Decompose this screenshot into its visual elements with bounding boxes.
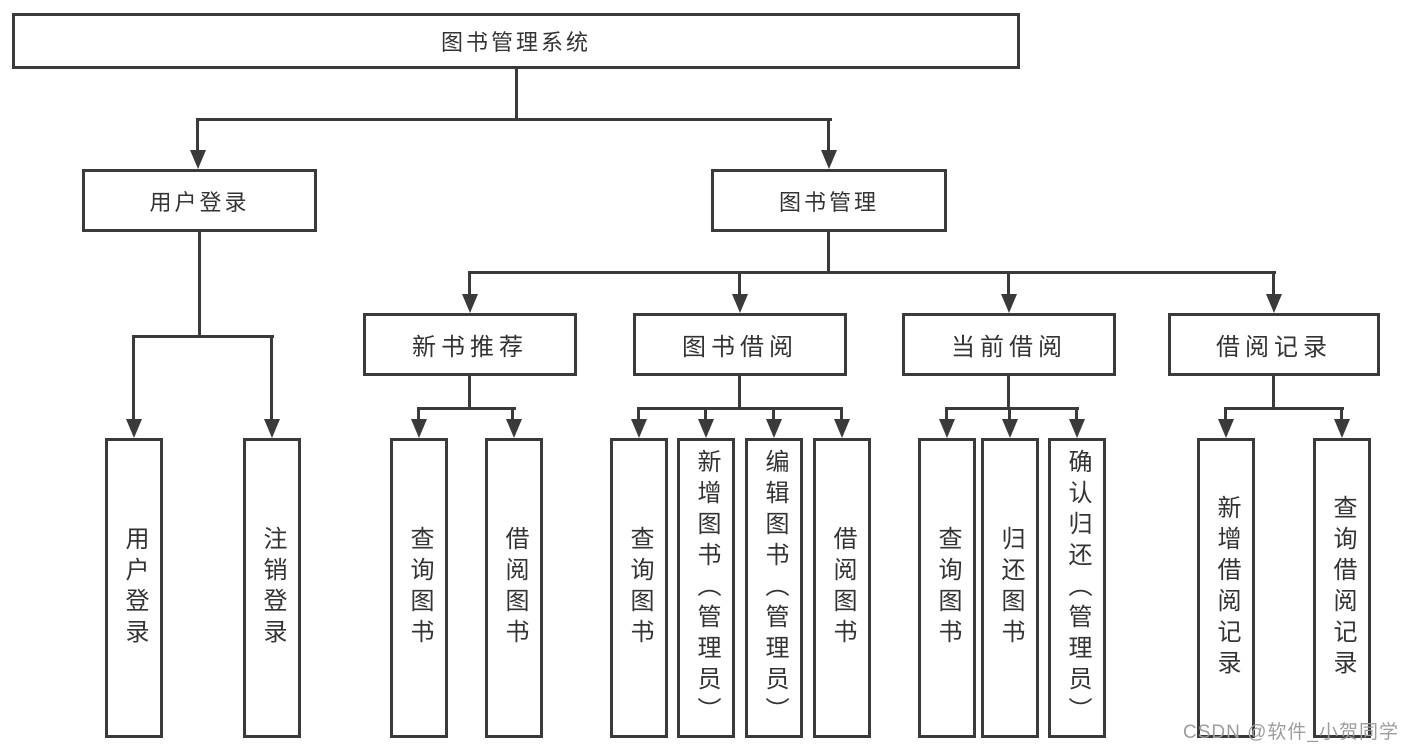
connector-rec-horizontal [417, 407, 516, 410]
leaf-query-borrow-record-label: 查询借阅记录 [1329, 495, 1356, 681]
connector-stem-borrow-book-2 [840, 407, 843, 419]
node-book-management-label: 图书管理 [778, 189, 879, 215]
connector-records-horizontal [1224, 407, 1344, 410]
arrow-down-icon [1334, 419, 1350, 438]
leaf-query-book-2: 查询图书 [610, 438, 668, 738]
arrow-down-icon [190, 150, 206, 169]
connector-stem-leaf-logout [270, 335, 273, 419]
leaf-borrow-book-1: 借阅图书 [485, 438, 543, 738]
connector-borrow-horizontal [637, 407, 843, 410]
connector-current-vertical [1007, 375, 1010, 407]
leaf-add-book-admin: 新增图书（管理员） [677, 438, 735, 738]
connector-stem-edit-book [772, 407, 775, 419]
leaf-borrow-book-2-label: 借阅图书 [829, 526, 856, 650]
leaf-query-borrow-record: 查询借阅记录 [1313, 438, 1371, 738]
connector-stem-book-borrow [738, 271, 741, 294]
arrow-down-icon [698, 419, 714, 438]
connector-rec-vertical [468, 375, 471, 407]
node-new-book-recommend: 新书推荐 [363, 313, 577, 376]
arrow-down-icon [1069, 419, 1085, 438]
leaf-confirm-return-admin: 确认归还（管理员） [1048, 438, 1106, 738]
connector-stem-query-record [1340, 407, 1343, 419]
connector-stem-return-book [1008, 407, 1011, 419]
leaf-borrow-book-1-label: 借阅图书 [501, 526, 528, 650]
csdn-watermark: CSDN @软件_小贺同学 [1183, 722, 1399, 743]
connector-stem-borrow-records [1272, 271, 1275, 294]
arrow-down-icon [1001, 294, 1017, 313]
connector-stem-borrow-book-1 [511, 407, 514, 419]
leaf-query-book-2-label: 查询图书 [626, 526, 653, 650]
node-book-borrow: 图书借阅 [633, 313, 847, 376]
arrow-down-icon [1218, 419, 1234, 438]
arrow-down-icon [732, 294, 748, 313]
connector-root-horizontal [196, 118, 832, 121]
arrow-down-icon [462, 294, 478, 313]
node-current-borrow: 当前借阅 [902, 313, 1116, 376]
node-root-label: 图书管理系统 [440, 30, 591, 55]
connector-stem-current-borrow [1007, 271, 1010, 294]
leaf-borrow-book-2: 借阅图书 [813, 438, 871, 738]
connector-stem-book-management [827, 118, 830, 152]
leaf-logout-label: 注销登录 [259, 526, 286, 650]
connector-borrow-vertical [738, 375, 741, 407]
arrow-down-icon [506, 419, 522, 438]
arrow-down-icon [264, 419, 280, 438]
arrow-down-icon [766, 419, 782, 438]
leaf-query-book-1-label: 查询图书 [406, 526, 433, 650]
node-user-login: 用户登录 [82, 169, 317, 232]
leaf-edit-book-admin: 编辑图书（管理员） [745, 438, 803, 738]
arrow-down-icon [126, 419, 142, 438]
leaf-return-book-label: 归还图书 [997, 526, 1024, 650]
connector-stem-leaf-user-login [132, 335, 135, 419]
connector-mgmt-horizontal [468, 271, 1276, 274]
connector-current-horizontal [945, 407, 1079, 410]
leaf-user-login-label: 用户登录 [121, 526, 148, 650]
connector-stem-user-login [196, 118, 199, 152]
connector-login-horizontal [132, 335, 274, 338]
leaf-add-borrow-record: 新增借阅记录 [1197, 438, 1255, 738]
leaf-add-borrow-record-label: 新增借阅记录 [1213, 495, 1240, 681]
arrow-down-icon [834, 419, 850, 438]
connector-stem-new-book [468, 271, 471, 294]
node-borrow-records-label: 借阅记录 [1216, 334, 1332, 361]
connector-stem-query-book-2 [637, 407, 640, 419]
node-book-borrow-label: 图书借阅 [682, 334, 798, 361]
arrow-down-icon [631, 419, 647, 438]
node-user-login-label: 用户登录 [149, 189, 250, 215]
arrow-down-icon [411, 419, 427, 438]
leaf-logout: 注销登录 [243, 438, 301, 738]
node-book-management: 图书管理 [711, 169, 947, 232]
connector-stem-add-book [704, 407, 707, 419]
connector-records-vertical [1272, 375, 1275, 407]
leaf-user-login: 用户登录 [105, 438, 163, 738]
connector-stem-query-book-3 [945, 407, 948, 419]
arrow-down-icon [1266, 294, 1282, 313]
leaf-edit-book-admin-label: 编辑图书（管理员） [761, 448, 788, 728]
node-current-borrow-label: 当前借阅 [951, 334, 1067, 361]
leaf-return-book: 归还图书 [981, 438, 1039, 738]
connector-mgmt-vertical [827, 231, 830, 273]
arrow-down-icon [821, 150, 837, 169]
leaf-query-book-3-label: 查询图书 [934, 526, 961, 650]
connector-stem-query-book-1 [417, 407, 420, 419]
arrow-down-icon [1002, 419, 1018, 438]
leaf-query-book-3: 查询图书 [918, 438, 976, 738]
connector-root-vertical [515, 68, 518, 118]
connector-stem-confirm-return [1075, 407, 1078, 419]
node-borrow-records: 借阅记录 [1168, 313, 1380, 376]
node-new-book-recommend-label: 新书推荐 [412, 334, 528, 361]
connector-stem-add-record [1224, 407, 1227, 419]
node-root: 图书管理系统 [12, 13, 1020, 69]
connector-login-vertical [198, 231, 201, 335]
leaf-confirm-return-admin-label: 确认归还（管理员） [1064, 448, 1091, 728]
leaf-query-book-1: 查询图书 [390, 438, 448, 738]
leaf-add-book-admin-label: 新增图书（管理员） [693, 448, 720, 728]
arrow-down-icon [939, 419, 955, 438]
